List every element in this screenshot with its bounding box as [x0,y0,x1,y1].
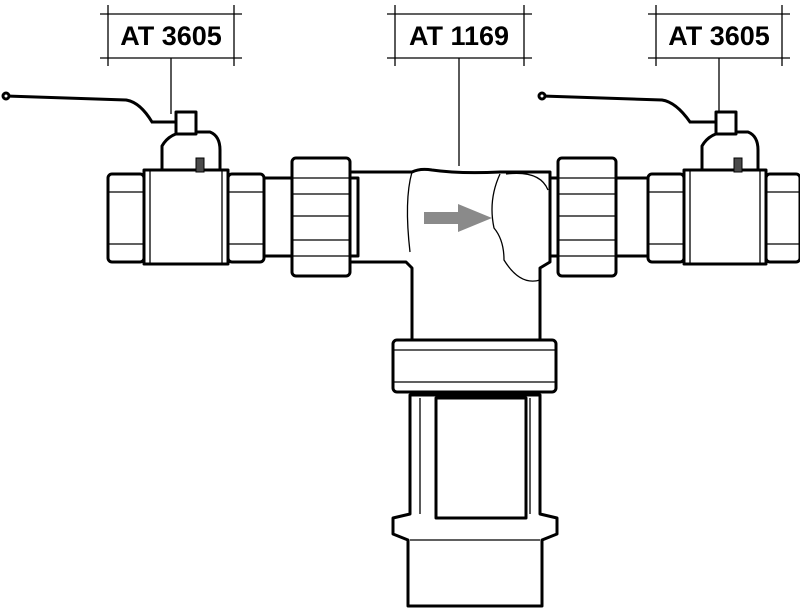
tee-union-nut-left [290,156,352,278]
label-right-valve: AT 3605 [648,5,790,114]
label-left-valve-text: AT 3605 [120,21,222,51]
ball-valve-right [537,91,800,266]
label-right-valve-text: AT 3605 [668,21,770,51]
outlet-pipe [391,393,559,608]
label-tee: AT 1169 [387,5,532,166]
tee-union-nut-right [556,156,618,278]
label-left-valve: AT 3605 [100,5,242,114]
tee-body [348,167,558,394]
label-tee-text: AT 1169 [409,21,509,51]
flow-direction-arrow-icon [424,204,492,232]
ball-valve-left [1,91,266,266]
